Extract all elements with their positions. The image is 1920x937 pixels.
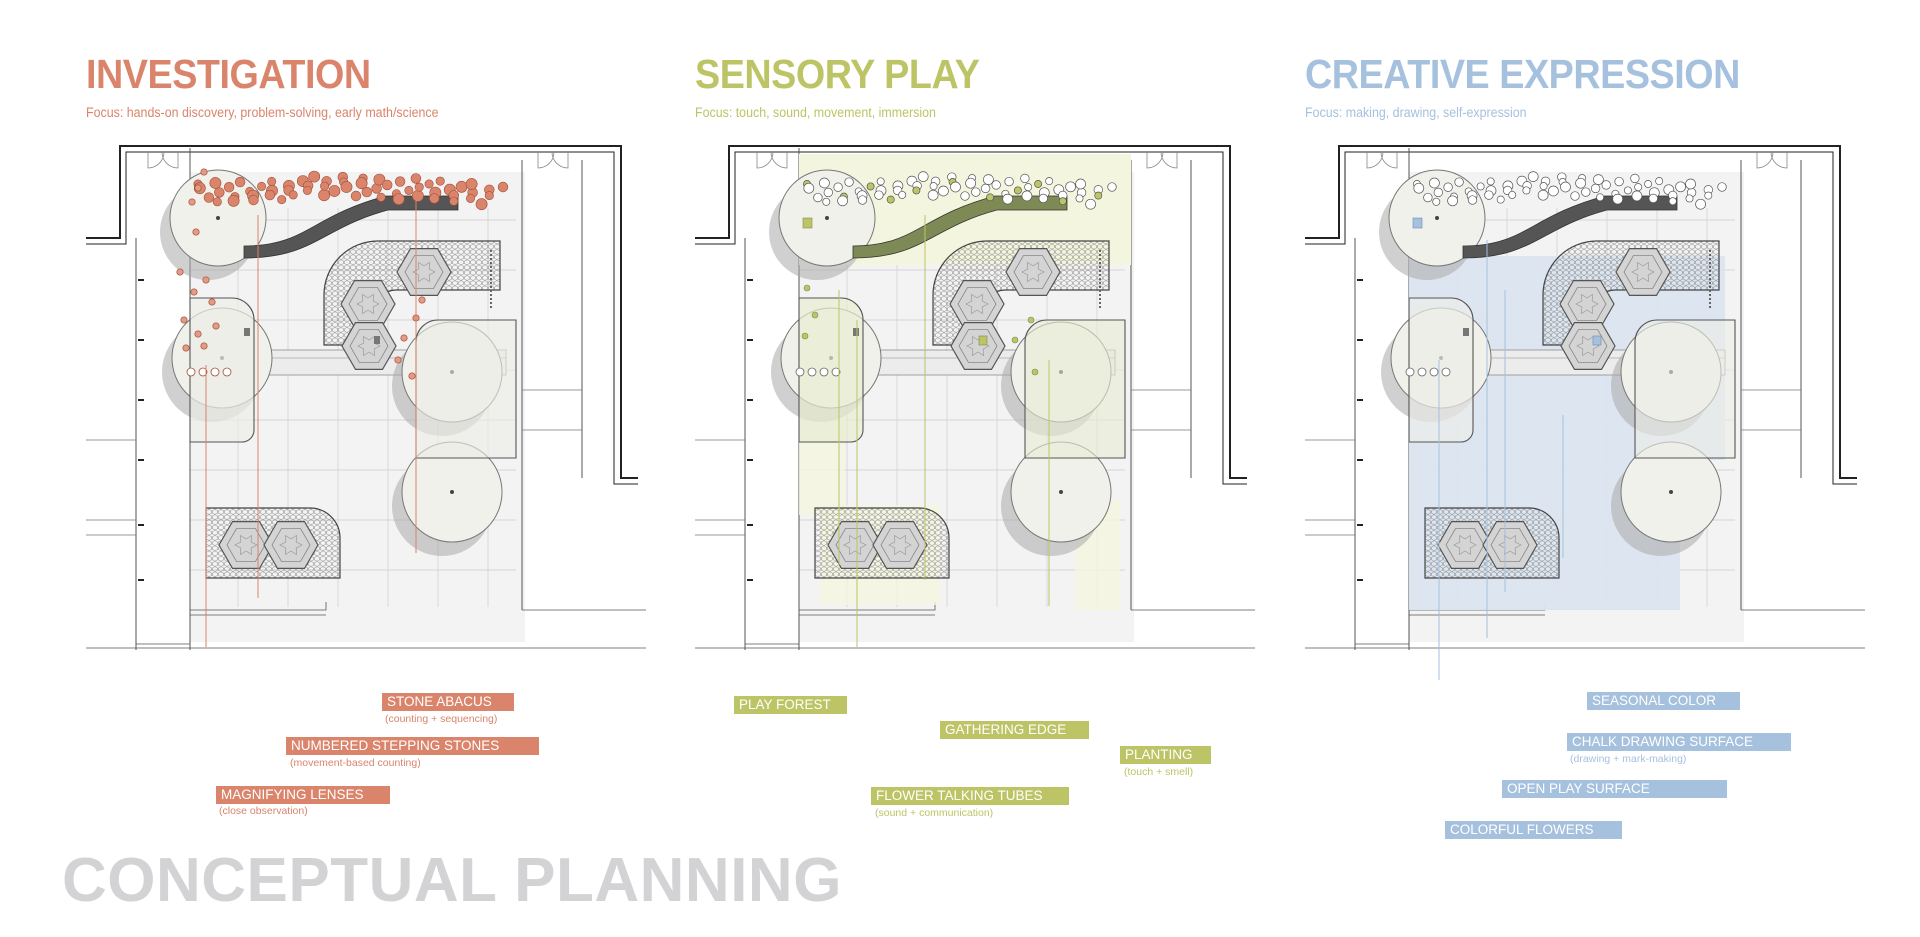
label-colorful-flowers: COLORFUL FLOWERS — [1445, 821, 1622, 839]
label-magnifying-lenses: MAGNIFYING LENSES — [216, 786, 390, 804]
label-magnifying-lenses-sub: (close observation) — [219, 805, 308, 817]
label-chalk-drawing-surface: CHALK DRAWING SURFACE — [1567, 733, 1791, 751]
label-gathering-edge: GATHERING EDGE — [940, 721, 1089, 739]
site-plan-creative-expression — [1305, 145, 1865, 680]
panel-title: INVESTIGATION — [86, 51, 371, 97]
panel-sensory-play: SENSORY PLAY Focus: touch, sound, moveme… — [695, 0, 1255, 937]
label-seasonal-color: SEASONAL COLOR — [1587, 692, 1740, 710]
page-title: CONCEPTUAL PLANNING — [62, 846, 842, 915]
label-planting-sub: (touch + smell) — [1124, 766, 1194, 778]
label-open-play-surface: OPEN PLAY SURFACE — [1502, 780, 1727, 798]
label-planting: PLANTING — [1120, 746, 1211, 764]
label-numbered-stepping-stones: NUMBERED STEPPING STONES — [286, 737, 539, 755]
label-flower-talking-tubes: FLOWER TALKING TUBES — [871, 787, 1069, 805]
label-stone-abacus: STONE ABACUS — [382, 693, 514, 711]
panel-investigation: INVESTIGATION Focus: hands-on discovery,… — [86, 0, 646, 937]
panel-focus: Focus: hands-on discovery, problem-solvi… — [86, 105, 439, 120]
panel-title: CREATIVE EXPRESSION — [1305, 51, 1740, 97]
label-flower-talking-tubes-sub: (sound + communication) — [875, 807, 994, 819]
panel-title: SENSORY PLAY — [695, 51, 980, 97]
label-numbered-stepping-stones-sub: (movement-based counting) — [290, 757, 421, 769]
label-play-forest: PLAY FOREST — [734, 696, 847, 714]
panel-focus: Focus: making, drawing, self-expression — [1305, 105, 1527, 120]
site-plan-sensory-play — [695, 145, 1255, 650]
label-chalk-drawing-surface-sub: (drawing + mark-making) — [1570, 753, 1687, 765]
panel-focus: Focus: touch, sound, movement, immersion — [695, 105, 936, 120]
panel-creative-expression: CREATIVE EXPRESSION Focus: making, drawi… — [1305, 0, 1865, 937]
site-plan-investigation — [86, 145, 646, 650]
label-stone-abacus-sub: (counting + sequencing) — [385, 713, 498, 725]
